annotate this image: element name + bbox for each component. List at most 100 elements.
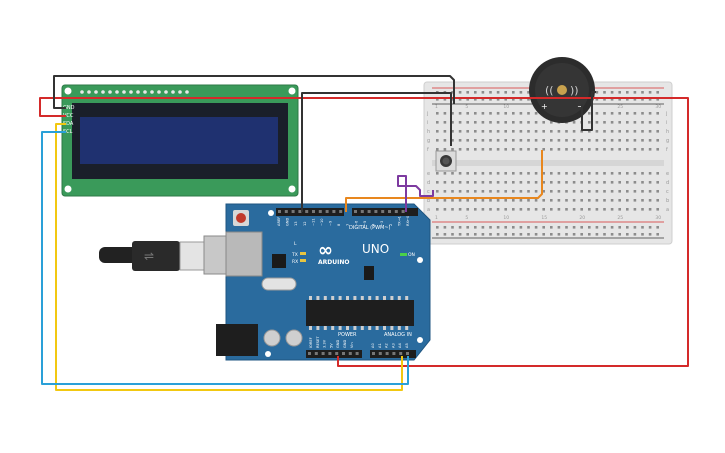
breadboard-hole[interactable] [565,139,568,142]
breadboard-hole[interactable] [512,199,515,202]
header-hole[interactable] [339,210,343,213]
breadboard-hole[interactable] [618,98,621,101]
breadboard-hole[interactable] [603,181,606,184]
breadboard-hole[interactable] [641,139,644,142]
breadboard-hole[interactable] [504,208,507,211]
breadboard-hole[interactable] [474,172,477,175]
digital-header-right[interactable] [352,208,418,216]
breadboard-hole[interactable] [595,121,599,124]
breadboard-hole[interactable] [557,181,561,184]
breadboard-hole[interactable] [648,91,652,94]
breadboard-hole[interactable] [603,121,606,124]
breadboard-hole[interactable] [496,130,500,133]
breadboard-hole[interactable] [588,121,591,124]
breadboard-hole[interactable] [458,139,462,142]
breadboard-hole[interactable] [610,190,614,193]
digital-header-left[interactable] [276,208,344,216]
breadboard-hole[interactable] [534,199,538,202]
breadboard-hole[interactable] [474,112,477,115]
header-hole[interactable] [314,352,318,355]
header-hole[interactable] [401,210,405,213]
breadboard-hole[interactable] [451,112,454,115]
breadboard-hole[interactable] [512,148,515,151]
breadboard-hole[interactable] [648,112,652,115]
breadboard-hole[interactable] [648,199,652,202]
breadboard-hole[interactable] [626,112,629,115]
breadboard-hole[interactable] [610,181,614,184]
breadboard-hole[interactable] [610,121,614,124]
breadboard-hole[interactable] [626,181,629,184]
header-hole[interactable] [284,210,288,213]
breadboard-hole[interactable] [443,148,447,151]
breadboard-hole[interactable] [466,112,469,115]
breadboard-hole[interactable] [519,121,523,124]
breadboard-hole[interactable] [656,172,659,175]
breadboard-hole[interactable] [474,190,477,193]
header-hole[interactable] [342,352,345,355]
breadboard-hole[interactable] [466,181,469,184]
breadboard-hole[interactable] [656,130,659,133]
breadboard-hole[interactable] [519,130,523,133]
breadboard-hole[interactable] [534,112,538,115]
breadboard-hole[interactable] [481,226,485,229]
breadboard-hole[interactable] [580,130,583,133]
breadboard-hole[interactable] [534,190,538,193]
header-hole[interactable] [298,210,302,213]
breadboard-hole[interactable] [618,226,621,229]
header-hole[interactable] [394,210,398,213]
breadboard-hole[interactable] [527,98,530,101]
breadboard-hole[interactable] [626,148,629,151]
breadboard-hole[interactable] [557,130,561,133]
breadboard-hole[interactable] [451,199,454,202]
power-jack[interactable] [216,324,258,356]
breadboard-hole[interactable] [496,91,500,94]
breadboard-hole[interactable] [656,98,659,101]
breadboard-hole[interactable] [534,139,538,142]
breadboard-hole[interactable] [565,148,568,151]
breadboard-hole[interactable] [519,199,523,202]
breadboard-hole[interactable] [550,208,553,211]
breadboard-hole[interactable] [565,233,568,236]
breadboard-hole[interactable] [512,121,515,124]
breadboard-hole[interactable] [656,233,659,236]
breadboard-hole[interactable] [626,233,629,236]
breadboard-hole[interactable] [641,98,644,101]
breadboard-hole[interactable] [595,139,599,142]
breadboard-hole[interactable] [489,130,492,133]
breadboard-hole[interactable] [572,208,576,211]
breadboard-hole[interactable] [481,130,485,133]
breadboard-hole[interactable] [595,199,599,202]
breadboard-hole[interactable] [542,208,545,211]
breadboard-hole[interactable] [618,91,621,94]
breadboard-hole[interactable] [626,199,629,202]
breadboard-hole[interactable] [610,98,614,101]
breadboard-hole[interactable] [626,121,629,124]
breadboard-hole[interactable] [618,172,621,175]
breadboard-hole[interactable] [633,233,637,236]
breadboard-hole[interactable] [436,172,439,175]
breadboard-hole[interactable] [603,148,606,151]
breadboard-hole[interactable] [641,130,644,133]
wire-blue-scl[interactable] [41,131,409,385]
breadboard-hole[interactable] [588,190,591,193]
breadboard-hole[interactable] [580,208,583,211]
breadboard-hole[interactable] [496,112,500,115]
breadboard-hole[interactable] [504,130,507,133]
breadboard-hole[interactable] [496,121,500,124]
breadboard-hole[interactable] [512,226,515,229]
lcd-header-pin[interactable] [87,90,91,94]
breadboard-hole[interactable] [618,181,621,184]
breadboard-hole[interactable] [603,208,606,211]
breadboard-hole[interactable] [610,233,614,236]
breadboard-hole[interactable] [550,190,553,193]
lcd-header-pin[interactable] [129,90,133,94]
header-hole[interactable] [381,210,385,213]
breadboard-hole[interactable] [648,148,652,151]
header-hole[interactable] [321,352,325,355]
breadboard-hole[interactable] [527,226,530,229]
breadboard-hole[interactable] [481,91,485,94]
breadboard-hole[interactable] [527,148,530,151]
breadboard-hole[interactable] [565,208,568,211]
breadboard-hole[interactable] [656,226,659,229]
breadboard-hole[interactable] [504,181,507,184]
